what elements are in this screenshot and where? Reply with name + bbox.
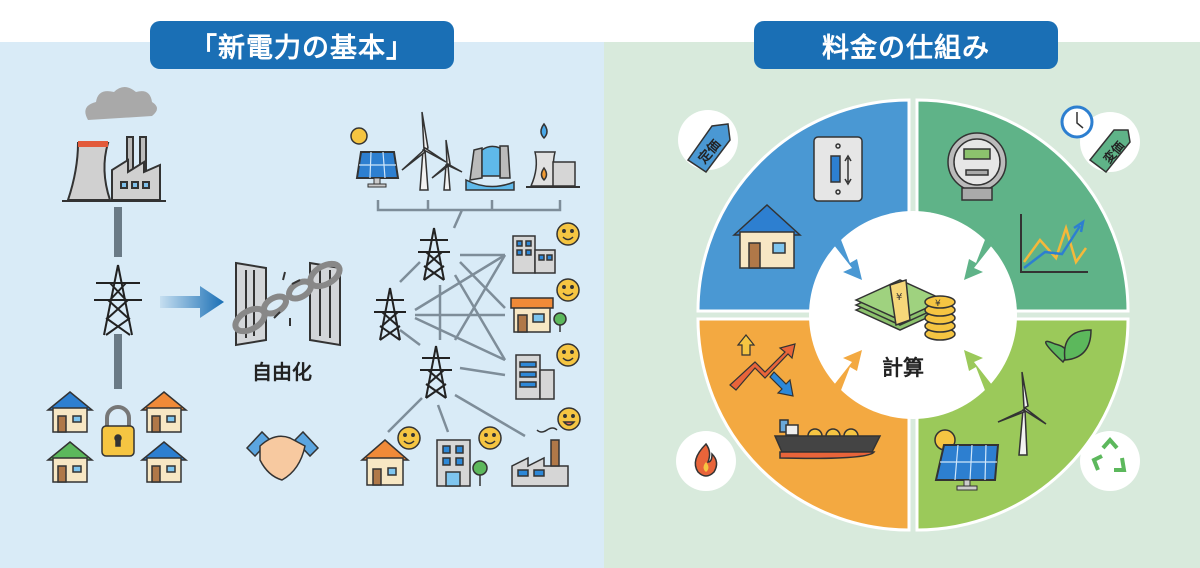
factory-icon — [511, 427, 569, 487]
right-arrow-icon — [160, 286, 224, 318]
house-icon — [359, 439, 411, 486]
solar-panel-icon — [350, 127, 400, 188]
transmission-tower-icon — [420, 345, 452, 399]
lng-tanker-icon — [773, 419, 882, 460]
shop-icon — [510, 297, 567, 333]
house-icon — [732, 203, 802, 269]
right-title-banner: 料金の仕組み — [754, 21, 1058, 69]
office-building-icon — [512, 235, 556, 274]
smiley-icon — [556, 278, 580, 302]
wind-turbine-icon — [401, 111, 463, 191]
wind-turbine-icon — [997, 371, 1047, 456]
smiley-icon — [397, 426, 421, 450]
building-icon — [436, 439, 488, 487]
price-tag-icon: 定価 — [678, 110, 738, 174]
transmission-tower-icon — [374, 287, 406, 341]
arrow-in-icon — [830, 232, 862, 280]
apartment-icon — [515, 354, 555, 400]
gas-plant-icon — [526, 122, 580, 188]
grid-line — [114, 334, 122, 389]
svg-text:¥: ¥ — [896, 292, 902, 303]
calculation-label: 計算 — [882, 356, 924, 380]
arrow-in-icon — [830, 350, 862, 398]
liberalization-label: 自由化 — [252, 360, 312, 384]
smiley-icon — [556, 222, 580, 246]
light-switch-icon — [813, 136, 863, 202]
power-plant-icon — [62, 87, 166, 202]
price-trend-arrows-icon — [729, 334, 796, 397]
grid-line — [114, 207, 122, 257]
smiley-icon — [556, 343, 580, 367]
broken-chain-icon — [232, 260, 343, 347]
fire-icon — [676, 431, 736, 491]
distribution-network-lines — [387, 253, 526, 438]
bracket-connector — [376, 200, 562, 229]
svg-text:¥: ¥ — [935, 299, 941, 309]
leaf-icon — [1045, 329, 1092, 364]
smiley-icon — [557, 407, 581, 431]
line-chart-icon — [1020, 214, 1088, 273]
padlock-icon — [101, 405, 135, 457]
arrow-in-icon — [964, 232, 996, 280]
handshake-icon — [245, 430, 320, 481]
smiley-icon — [478, 426, 502, 450]
left-title-text: 「新電力の基本」 — [190, 32, 414, 64]
hydro-dam-icon — [465, 145, 515, 191]
arrow-in-icon — [964, 350, 996, 398]
yen-money-icon: ¥ ¥ — [854, 279, 956, 341]
transmission-tower-icon — [94, 264, 142, 336]
houses-locked-icon — [45, 391, 189, 483]
electric-meter-icon — [947, 132, 1007, 201]
clock-price-tag-icon: 変価 — [1060, 105, 1140, 174]
left-title-banner: 「新電力の基本」 — [150, 21, 454, 69]
transmission-tower-icon — [418, 227, 450, 281]
solar-panel-icon — [934, 429, 1000, 491]
right-title-text: 料金の仕組み — [822, 32, 990, 64]
recycle-icon — [1080, 431, 1140, 491]
